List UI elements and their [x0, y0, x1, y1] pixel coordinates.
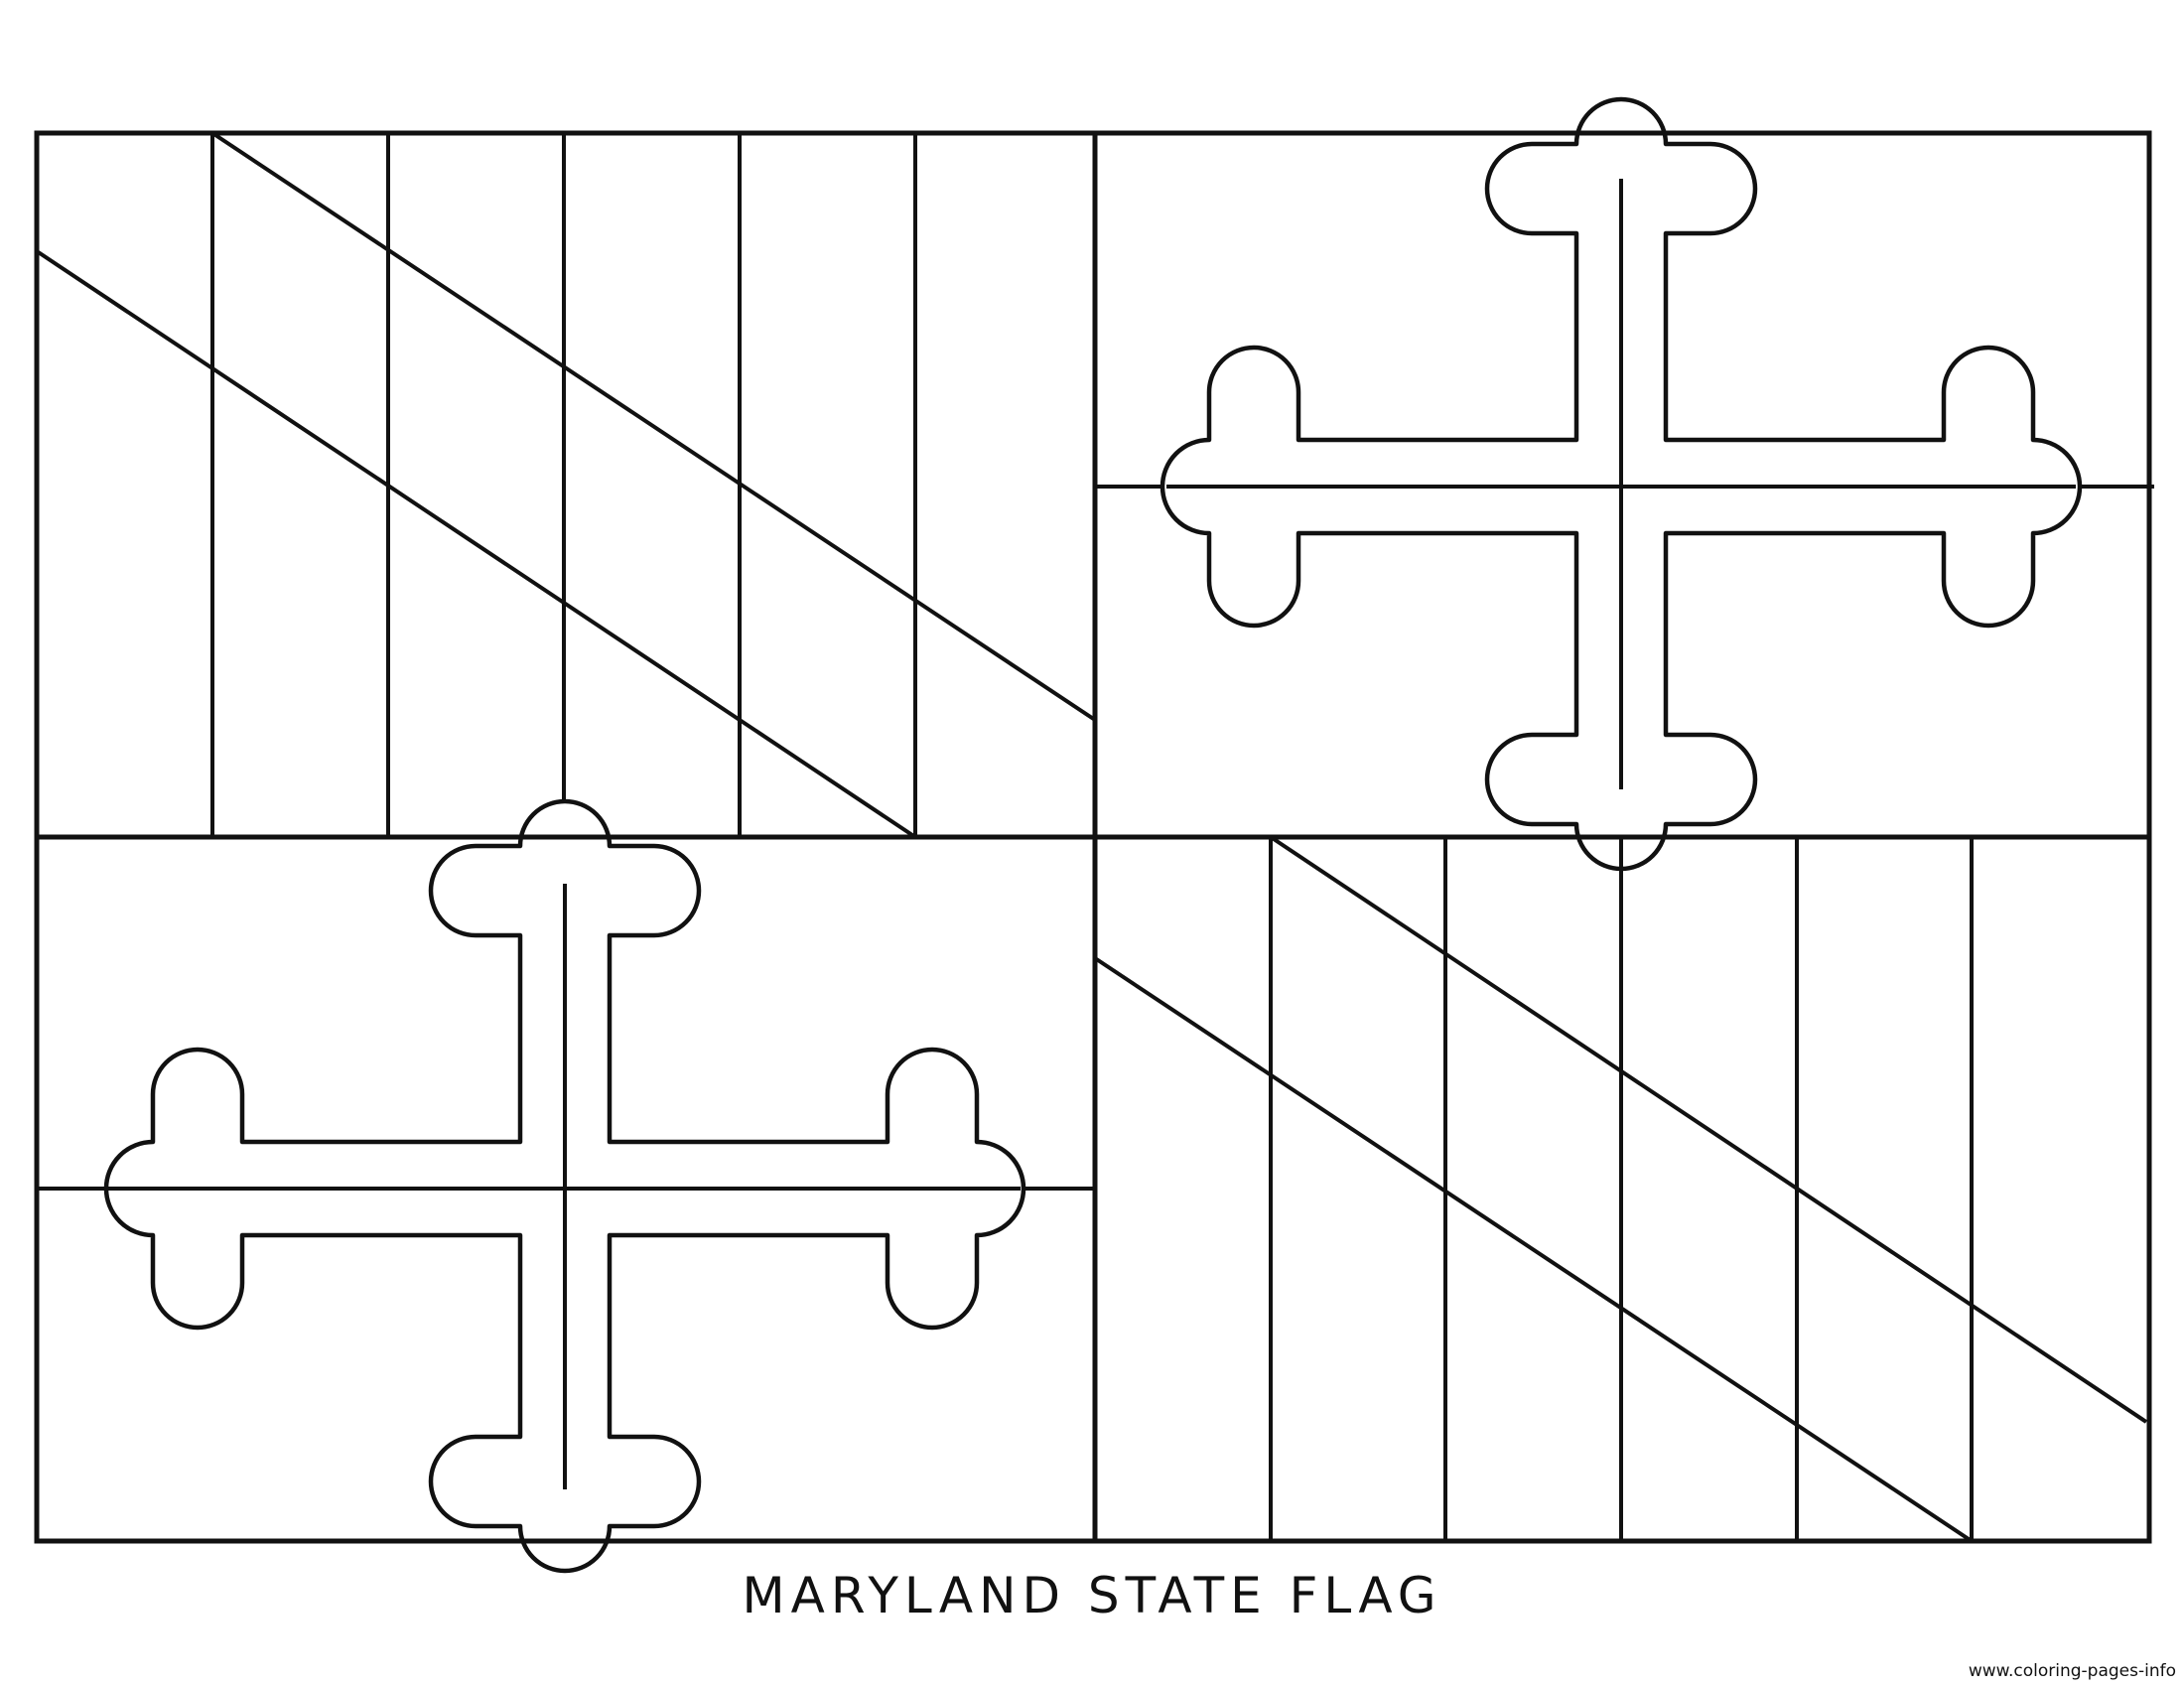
flag-frame	[34, 130, 2152, 1544]
flag-caption: MARYLAND STATE FLAG	[742, 1567, 1442, 1624]
quadrant-bottom-left	[37, 801, 1095, 1571]
quadrant-top-left	[35, 131, 1097, 839]
quadrant-top-right	[1095, 99, 2154, 869]
source-watermark: www.coloring-pages-info	[1968, 1661, 2176, 1681]
quadrant-bottom-right	[1093, 835, 2148, 1543]
